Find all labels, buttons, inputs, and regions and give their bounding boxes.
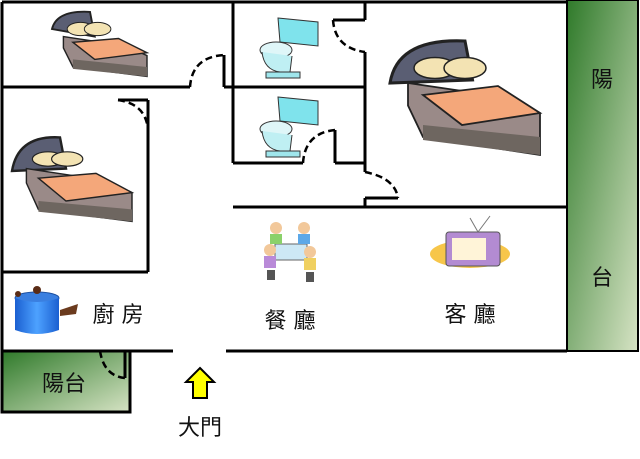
- tv-icon: [430, 215, 510, 268]
- dining-table-icon: [264, 222, 316, 282]
- room-label-living: 客 廳: [444, 303, 496, 328]
- bed-icon: [50, 10, 150, 78]
- balcony-bottom-label: 陽台: [41, 372, 87, 397]
- room-label-dining: 餐 廳: [264, 309, 316, 334]
- walls: [0, 0, 567, 378]
- entrance-arrow-icon: [183, 366, 217, 399]
- balcony-right: [566, 0, 639, 352]
- toilet-icon: [259, 96, 319, 158]
- bed-icon: [10, 136, 135, 223]
- toilet-icon: [259, 17, 319, 79]
- pot-icon: [14, 286, 78, 334]
- room-label-kitchen: 廚 房: [92, 303, 144, 328]
- bed-icon: [388, 39, 543, 157]
- door-swings: [98, 19, 400, 380]
- balcony-right-label-top: 陽: [590, 68, 614, 93]
- balcony-right-label-bottom: 台: [590, 266, 614, 291]
- entrance-label: 大門: [177, 416, 223, 441]
- balcony-bottom: [0, 349, 132, 414]
